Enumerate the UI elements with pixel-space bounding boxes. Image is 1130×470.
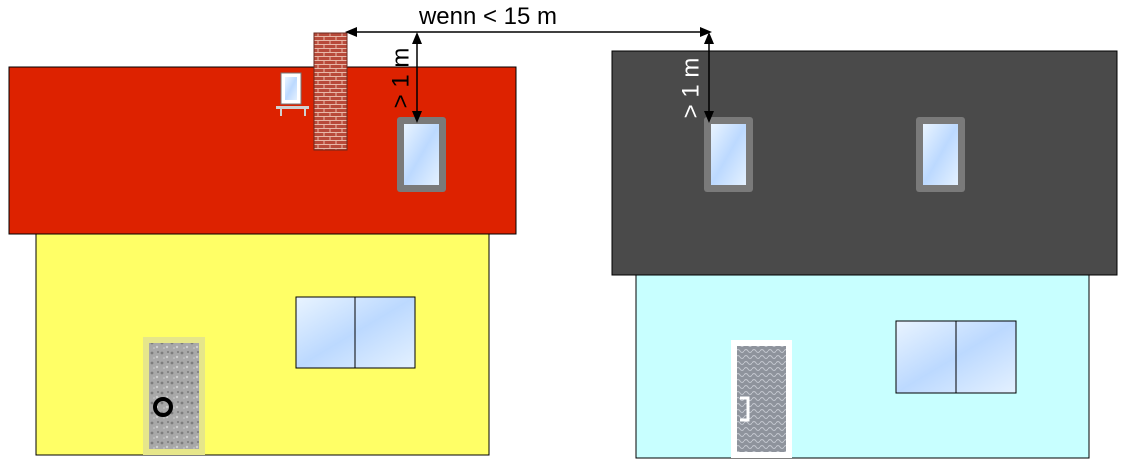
distance-arrow (345, 27, 712, 37)
left-house (8, 32, 517, 456)
right-house-wall (635, 274, 1090, 459)
distance-label: wenn < 15 m (418, 3, 557, 30)
chimney (313, 32, 348, 151)
right-house (611, 50, 1118, 459)
ring-knob-icon (153, 397, 173, 417)
left-door (143, 337, 205, 455)
left-house-wall (35, 232, 490, 456)
roof-exit-icon (276, 72, 309, 116)
right-door (731, 340, 792, 458)
right-height-label: > 1 m (677, 58, 704, 119)
left-height-label: > 1 m (387, 48, 414, 109)
left-roof-window (397, 117, 446, 192)
handle-icon (740, 396, 750, 422)
left-height-arrow (412, 32, 422, 123)
right-wall-window (895, 320, 1017, 394)
right-roof-window-2 (916, 117, 965, 192)
right-house-roof (611, 50, 1118, 276)
right-roof-window-1 (704, 117, 753, 192)
right-height-arrow (704, 32, 714, 123)
left-wall-window (295, 296, 416, 369)
